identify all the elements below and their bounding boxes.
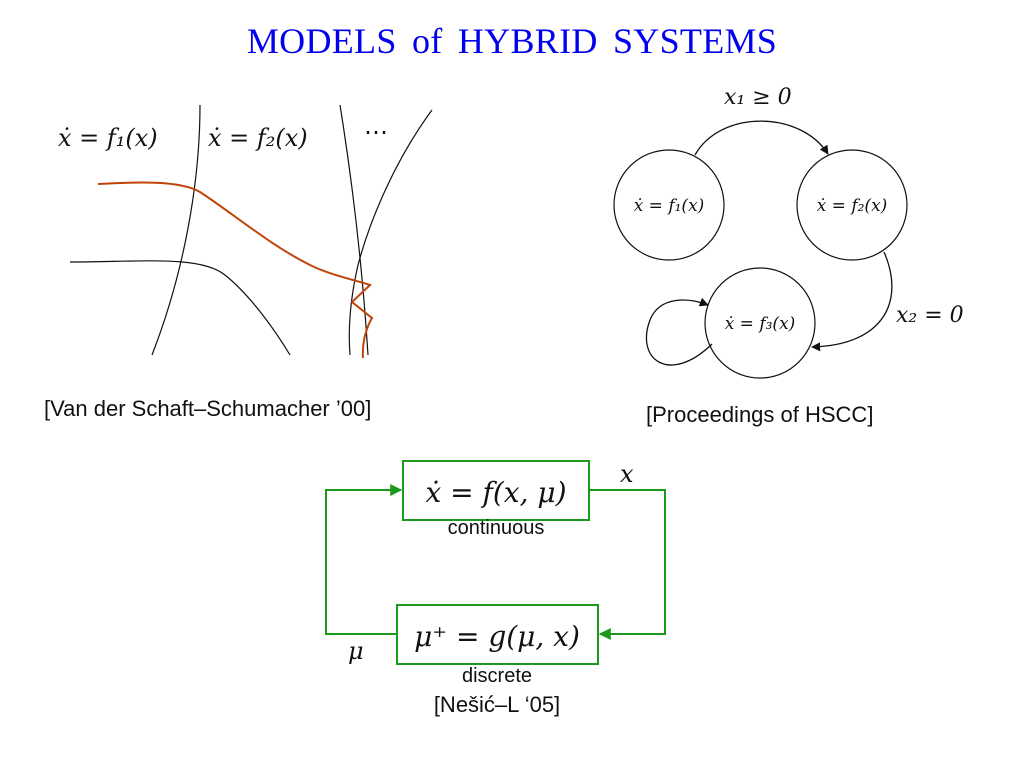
mode-1-label: ẋ = f₁(x) (634, 196, 705, 216)
hybrid-trajectory (97, 181, 374, 359)
transition-2-to-3 (811, 251, 893, 352)
mode-2-label: ẋ = f₂(x) (817, 196, 888, 216)
signal-x-path (589, 489, 666, 640)
switching-surface-2 (69, 260, 291, 356)
mode-2-node (796, 149, 908, 261)
guard-1-label: x₁ ≥ 0 (724, 85, 792, 110)
region-2-equation: ẋ = f₂(x) (208, 124, 308, 152)
hybrid-automaton-diagram: ẋ = f₁(x) ẋ = f₂(x) ẋ = f₃(x) x₁ ≥ 0 x₂ … (613, 85, 964, 427)
citation-hscc: [Proceedings of HSCC] (646, 402, 873, 427)
guard-2-label: x₂ = 0 (896, 303, 964, 328)
signal-mu-label: μ (348, 637, 364, 665)
ellipsis: ⋯ (364, 118, 388, 146)
mode-3-label: ẋ = f₃(x) (725, 314, 796, 334)
switching-surface-4 (348, 109, 433, 356)
mode-1-node (613, 149, 725, 261)
mode-3-node (704, 267, 816, 379)
slide-title: MODELS of HYBRID SYSTEMS (246, 21, 778, 61)
region-1-equation: ẋ = f₁(x) (58, 124, 158, 152)
citation-van-der-schaft: [Van der Schaft–Schumacher ’00] (44, 396, 371, 421)
discrete-equation: μ⁺ = g(μ, x) (414, 620, 580, 653)
transition-1-to-2 (694, 120, 829, 156)
signal-x-label: x (620, 460, 634, 488)
switched-system-diagram: ẋ = f₁(x) ẋ = f₂(x) ⋯ [Van der Schaft–Sc… (44, 104, 433, 421)
citation-nesic: [Nešić–L ‘05] (434, 692, 560, 717)
switching-surface-1 (151, 104, 201, 356)
continuous-label: continuous (448, 517, 545, 539)
discrete-label: discrete (462, 665, 532, 687)
continuous-equation: ẋ = f(x, μ) (425, 476, 566, 509)
mode-3-self-loop (645, 297, 713, 366)
signal-mu-path (325, 484, 403, 635)
feedback-interconnection-diagram: ẋ = f(x, μ) continuous μ⁺ = g(μ, x) disc… (325, 460, 666, 717)
switching-surface-3 (339, 104, 369, 356)
